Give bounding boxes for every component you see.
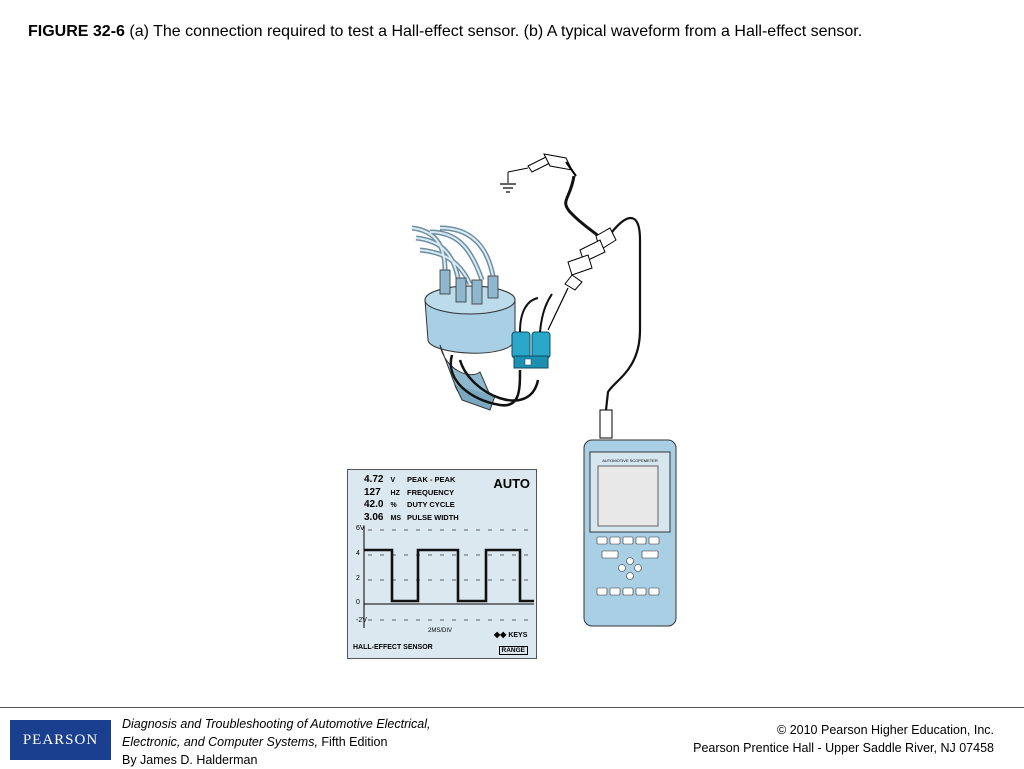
reading-value: 4.72 xyxy=(364,474,384,485)
reading-value: 3.06 xyxy=(364,512,384,523)
figure-caption: FIGURE 32-6 (a) The connection required … xyxy=(28,22,1008,42)
scope-display: 4.72 V PEAK - PEAK 127 HZ FREQUENCY 42.0… xyxy=(347,469,537,659)
hall-effect-test-illustration: AUTOMOTIVE SCOPEMETER xyxy=(411,153,677,627)
y-label-2: 2 xyxy=(356,575,360,582)
figure-caption-text: (a) The connection required to test a Ha… xyxy=(129,23,863,40)
reading-pulse-width: 3.06 MS PULSE WIDTH xyxy=(364,512,459,523)
auto-mode-label: AUTO xyxy=(493,476,530,491)
reading-duty-cycle: 42.0 % DUTY CYCLE xyxy=(364,499,455,510)
range-button: RANGE xyxy=(498,646,528,655)
reading-name: FREQUENCY xyxy=(407,488,455,497)
reading-unit: V xyxy=(390,477,396,484)
meter-brand: AUTOMOTIVE SCOPEMETER xyxy=(602,458,658,463)
keys-label: ◆◆KEYS xyxy=(494,630,527,639)
waveform-plot xyxy=(363,526,534,628)
keys-text: KEYS xyxy=(508,632,528,639)
sensor-harness xyxy=(449,354,540,407)
hall-effect-waveform xyxy=(364,548,534,603)
book-title-line2: Electronic, and Computer Systems, xyxy=(122,735,318,749)
figure-label: FIGURE 32-6 xyxy=(28,23,125,40)
copyright-line1: © 2010 Pearson Higher Education, Inc. xyxy=(777,723,994,737)
y-label-6v: 6V xyxy=(356,525,365,532)
copyright-notice: © 2010 Pearson Higher Education, Inc. Pe… xyxy=(693,721,994,757)
reading-name: PULSE WIDTH xyxy=(407,513,459,522)
ground-lead xyxy=(564,175,604,241)
book-title-line1: Diagnosis and Troubleshooting of Automot… xyxy=(122,717,431,731)
sensor-connector xyxy=(511,293,553,369)
reading-value: 127 xyxy=(364,487,381,498)
reading-name: DUTY CYCLE xyxy=(407,500,455,509)
reading-frequency: 127 HZ FREQUENCY xyxy=(364,487,454,498)
reading-unit: MS xyxy=(390,515,402,522)
timebase-label: 2MS/DIV xyxy=(428,628,453,634)
reading-peak-peak: 4.72 V PEAK - PEAK xyxy=(364,474,455,485)
reading-value: 42.0 xyxy=(364,499,384,510)
y-label-0: 0 xyxy=(356,599,360,606)
footer-divider xyxy=(0,707,1024,708)
reading-unit: HZ xyxy=(390,490,400,497)
scopemeter: AUTOMOTIVE SCOPEMETER xyxy=(583,409,677,627)
probe xyxy=(547,227,617,331)
distributor xyxy=(424,269,516,411)
scope-lead xyxy=(604,216,642,411)
sensor-name-label: HALL-EFFECT SENSOR xyxy=(353,644,433,651)
book-edition: Fifth Edition xyxy=(317,735,388,749)
reading-name: PEAK - PEAK xyxy=(407,475,456,484)
copyright-line2: Pearson Prentice Hall - Upper Saddle Riv… xyxy=(693,741,994,755)
book-title: Diagnosis and Troubleshooting of Automot… xyxy=(122,715,431,769)
ground-clip xyxy=(500,153,577,193)
book-author: By James D. Halderman xyxy=(122,753,258,767)
arrow-keys-icon: ◆◆ xyxy=(494,630,507,639)
pearson-logo: PEARSON xyxy=(10,720,111,760)
y-label-4: 4 xyxy=(356,550,360,557)
reading-unit: % xyxy=(390,502,397,509)
y-label-neg2v: -2V xyxy=(356,617,367,624)
